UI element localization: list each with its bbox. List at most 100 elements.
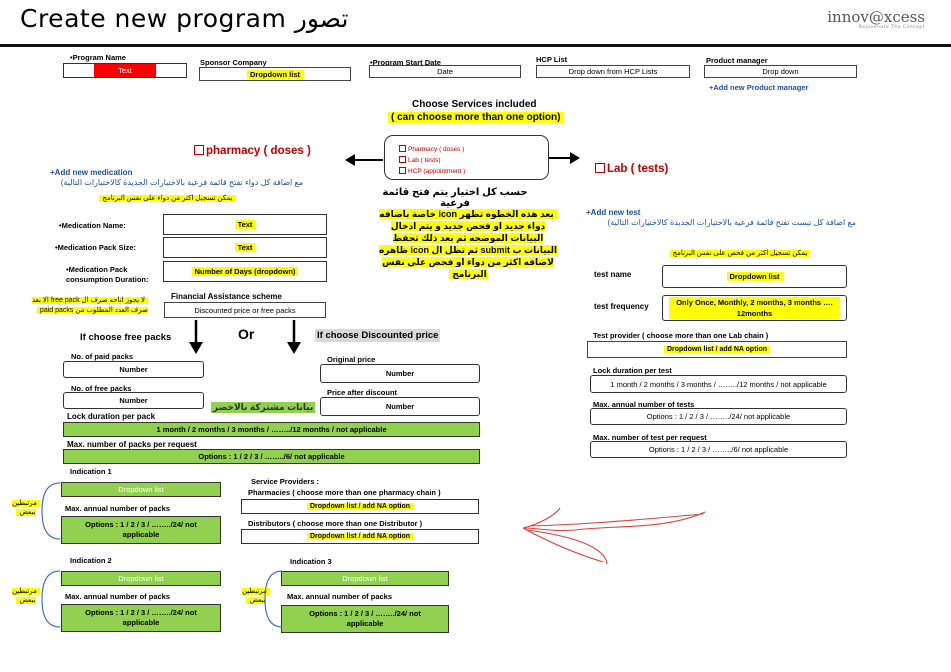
distributors-dropdown[interactable]: Dropdown list / add NA option [241,529,479,544]
discount-heading: If choose Discounted price [315,329,441,342]
indication-3-max-label: Max. annual number of packs [287,592,393,601]
indication-2-options[interactable]: Options : 1 / 2 / 3 / ……../24/ not appli… [61,604,221,632]
logo-text: innov@xcess [827,8,925,26]
test-provider-label: Test provider ( choose more than one Lab… [593,331,769,340]
indication-3-dropdown[interactable]: Dropdown list [281,571,449,586]
medication-name-label: •Medication Name: [59,221,126,230]
pharmacies-label: Pharmacies ( choose more than one pharma… [248,488,441,497]
services-options-box: Pharmacy ( doses ) Lab ( tests) HCP (app… [384,135,549,180]
hcp-checkbox[interactable] [399,167,406,174]
test-provider-dropdown[interactable]: Dropdown list / add NA option [587,341,847,358]
lab-heading-checkbox[interactable] [595,163,605,173]
right-arrow-icon [549,152,580,164]
annotation-arrow-icon [522,507,706,565]
indication-3-options[interactable]: Options : 1 / 2 / 3 / ……../24/ not appli… [281,605,449,633]
shared-data-note: بيانات مشتركة بالاخضر [211,402,316,413]
price-after-label: Price after discount [327,388,398,397]
consumption-dropdown[interactable]: Number of Days (dropdown) [163,261,327,282]
program-name-field[interactable]: Text [63,63,187,78]
add-medication-link[interactable]: +Add new medication [50,168,133,177]
bracket-icon [41,482,61,540]
page-title: Create new program تصور [20,4,349,33]
start-date-field[interactable]: Date [369,65,521,78]
max-packs-label: Max. number of packs per request [67,440,197,449]
financial-label: Financial Assistance scheme [171,292,282,301]
paid-packs-field[interactable]: Number [63,361,204,378]
distributors-label: Distributors ( choose more than one Dist… [248,519,423,528]
program-name-label: •Program Name [70,53,126,62]
lab-lock-dropdown[interactable]: 1 month / 2 months / 3 months / ……../12 … [590,375,847,393]
test-name-label: test name [594,270,632,279]
services-note-title: حسب كل اختيار يتم فتح قائمة فرعية [382,187,528,209]
hcp-list-label: HCP List [536,55,568,64]
lock-duration-dropdown[interactable]: 1 month / 2 months / 3 months / ……../12 … [63,422,480,437]
indication-2-max-label: Max. annual number of packs [65,592,171,601]
indication-1-options[interactable]: Options : 1 / 2 / 3 / ……../24/ not appli… [61,516,221,544]
providers-title: Service Providers : [251,477,319,486]
consumption-label: •Medication Pack consumption Duration: [66,265,149,284]
lab-max-annual-label: Max. annual number of tests [593,400,695,409]
price-after-field[interactable]: Number [320,397,480,416]
program-name-value: Text [94,64,156,77]
indication-2-title: Indication 2 [70,556,112,565]
pharmacies-dropdown[interactable]: Dropdown list / add NA option [241,499,479,514]
linked-note-1: مرتبطين ببعض [10,499,42,517]
add-product-manager-link[interactable]: +Add new Product manager [709,83,809,92]
free-packs-field[interactable]: Number [63,392,204,409]
start-date-label: •Program Start Date [370,58,441,67]
financial-dropdown[interactable]: Discounted price or free packs [164,302,326,318]
pharmacy-heading-checkbox[interactable] [194,145,204,155]
services-subtitle: ( can choose more than one option) [388,112,564,123]
free-pack-note: لا يجوز اتاحه صرف ال free pack الا بعد ص… [31,297,148,314]
indication-1-dropdown[interactable]: Dropdown list [61,482,221,497]
linked-note-3: مرتبطين ببعض [240,587,272,605]
medication-name-field[interactable]: Text [163,214,327,235]
or-label: Or [238,326,255,342]
indication-3-title: Indication 3 [290,557,332,566]
free-packs-heading: If choose free packs [80,332,172,343]
test-frequency-label: test frequency [594,302,649,311]
logo-tagline: Rejuvenate The Concept [858,25,925,30]
pharmacy-checkbox[interactable] [399,145,406,152]
indication-2-dropdown[interactable]: Dropdown list [61,571,221,586]
hcp-list-dropdown[interactable]: Drop down from HCP Lists [536,65,690,78]
multi-test-note: يمكن تسجيل اكثر من فحص على نفس البرنامج [650,249,830,257]
paid-packs-label: No. of paid packs [71,352,134,361]
lab-max-request-label: Max. number of test per request [593,433,707,442]
pharmacy-heading: pharmacy ( doses ) [194,145,311,157]
service-option-pharmacy[interactable]: Pharmacy ( doses ) [399,144,548,155]
test-frequency-dropdown[interactable]: Only Once, Monthly, 2 months, 3 months …… [662,295,847,321]
original-price-label: Original price [327,355,376,364]
lab-max-annual-dropdown[interactable]: Options : 1 / 2 / 3 / ……../24/ not appli… [590,408,847,425]
sponsor-dropdown[interactable]: Dropdown list [199,67,351,81]
indication-1-max-label: Max. annual number of packs [65,504,171,513]
services-note-body: بعد هذه الخطوه تظهر icon خاصة باضافه دوا… [378,209,558,279]
bracket-icon [264,570,283,628]
down-arrow-icon [287,320,301,354]
multi-medication-note: يمكن تسجيل اكثر من دواء على نفس البرنامج [80,194,255,202]
test-name-dropdown[interactable]: Dropdown list [662,265,847,288]
linked-note-2: مرتبطين ببعض [10,587,42,605]
original-price-field[interactable]: Number [320,364,480,383]
product-manager-dropdown[interactable]: Drop down [704,65,857,78]
left-arrow-icon [345,154,383,166]
max-packs-dropdown[interactable]: Options : 1 / 2 / 3 / ……../6/ not applic… [63,449,480,464]
lab-lock-label: Lock duration per test [593,366,672,375]
add-test-link[interactable]: +Add new test [586,208,641,217]
lab-checkbox[interactable] [399,156,406,163]
header-divider [0,44,951,47]
add-medication-note: مع اضافة كل دواء تفتح قائمة فرعية بالاخت… [60,178,303,187]
service-option-hcp[interactable]: HCP (appointment ) [399,166,548,177]
lab-heading: Lab ( tests) [595,163,668,175]
free-packs-label: No. of free packs [71,384,132,393]
services-title: Choose Services included [412,99,537,110]
product-manager-label: Product manager [706,56,768,65]
lab-max-request-dropdown[interactable]: Options : 1 / 2 / 3 / ……../6/ not applic… [590,441,847,458]
lock-duration-label: Lock duration per pack [67,412,156,421]
pack-size-field[interactable]: Text [163,237,327,258]
down-arrow-icon [189,320,203,354]
indication-1-title: Indication 1 [70,467,112,476]
sponsor-label: Sponsor Company [200,58,267,67]
service-option-lab[interactable]: Lab ( tests) [399,155,548,166]
